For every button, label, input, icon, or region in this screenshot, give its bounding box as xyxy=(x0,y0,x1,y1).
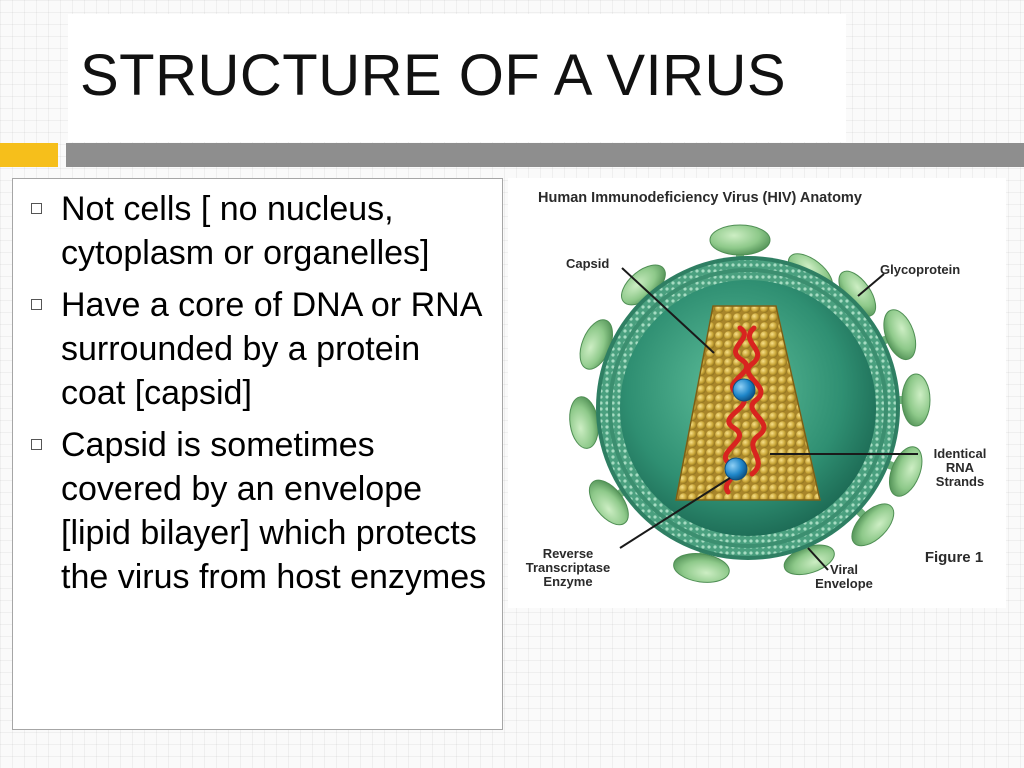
figure-caption: Figure 1 xyxy=(925,549,983,566)
label-identical-rna-strands: Identical RNA Strands xyxy=(934,446,987,489)
hiv-figure: Human Immunodeficiency Virus (HIV) Anato… xyxy=(508,178,1006,608)
bullet-item: Have a core of DNA or RNA surrounded by … xyxy=(29,283,492,415)
square-bullet-icon xyxy=(31,203,42,214)
square-bullet-icon xyxy=(31,439,42,450)
label-reverse-line2: Transcriptase xyxy=(526,560,611,575)
bullet-text: Capsid is sometimes covered by an envelo… xyxy=(61,426,487,596)
hiv-anatomy-illustration: Human Immunodeficiency Virus (HIV) Anato… xyxy=(526,190,987,591)
slide-title: STRUCTURE OF A VIRUS xyxy=(80,43,787,108)
label-reverse-line3: Enzyme xyxy=(543,574,592,589)
label-leader-lines xyxy=(619,267,918,571)
label-reverse-transcriptase-enzyme: Reverse Transcriptase Enzyme xyxy=(526,546,611,589)
reverse-transcriptase-enzyme xyxy=(732,378,756,402)
bullet-item: Capsid is sometimes covered by an envelo… xyxy=(29,423,492,599)
label-identical-rna-line1: Identical xyxy=(934,446,987,461)
figure-heading: Human Immunodeficiency Virus (HIV) Anato… xyxy=(538,190,862,206)
label-viral-line1: Viral xyxy=(830,562,858,577)
label-viral-envelope: Viral Envelope xyxy=(815,562,873,591)
bullet-list: Not cells [ no nucleus, cytoplasm or org… xyxy=(29,187,492,599)
reverse-transcriptase-enzyme xyxy=(724,457,748,481)
bullet-text: Have a core of DNA or RNA surrounded by … xyxy=(61,286,481,412)
label-viral-line2: Envelope xyxy=(815,576,873,591)
label-identical-rna-line2: RNA xyxy=(946,460,975,475)
accent-bar-gray xyxy=(66,143,1024,167)
label-capsid: Capsid xyxy=(566,256,609,271)
accent-bar-yellow xyxy=(0,143,58,167)
bullet-text-box: Not cells [ no nucleus, cytoplasm or org… xyxy=(12,178,503,730)
bullet-text: Not cells [ no nucleus, cytoplasm or org… xyxy=(61,190,430,272)
label-reverse-line1: Reverse xyxy=(543,546,594,561)
label-glycoprotein: Glycoprotein xyxy=(880,262,960,277)
label-identical-rna-line3: Strands xyxy=(936,474,984,489)
title-panel xyxy=(68,14,846,142)
square-bullet-icon xyxy=(31,299,42,310)
bullet-item: Not cells [ no nucleus, cytoplasm or org… xyxy=(29,187,492,275)
